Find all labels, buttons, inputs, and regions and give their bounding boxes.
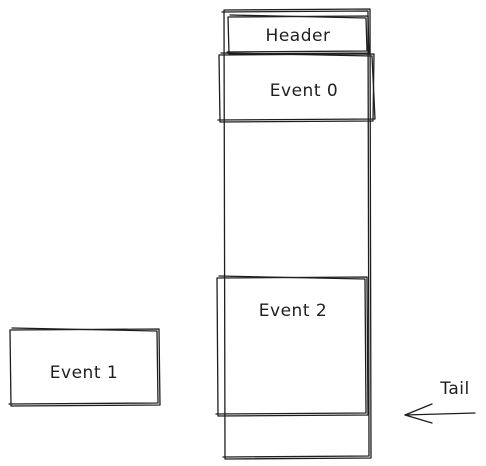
event-0-box: Event 0 xyxy=(217,52,376,123)
tail-label: Tail xyxy=(439,379,469,399)
event-1-box: Event 1 xyxy=(8,327,161,407)
tail-arrow-shaft xyxy=(404,412,476,416)
buffer-column xyxy=(221,8,372,460)
event-2-box: Event 2 xyxy=(215,275,369,417)
event-0-label: Event 0 xyxy=(270,81,338,101)
tail-pointer: Tail xyxy=(404,379,476,424)
tail-arrow-head xyxy=(404,403,433,424)
header-box: Header xyxy=(226,14,370,55)
event-1-label: Event 1 xyxy=(50,363,118,383)
event-2-label: Event 2 xyxy=(259,301,327,321)
header-label: Header xyxy=(266,26,331,46)
